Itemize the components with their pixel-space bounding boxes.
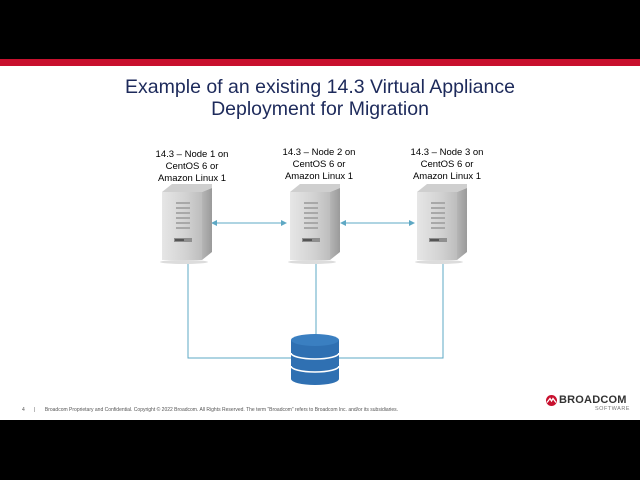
node-3-server-icon	[415, 184, 467, 264]
logo-subtext: SOFTWARE	[595, 406, 630, 412]
database-icon	[290, 334, 340, 385]
footer-copyright: Broadcom Proprietary and Confidential. C…	[44, 407, 399, 413]
node-1-label-line-1: 14.3 – Node 1 on	[155, 149, 229, 160]
footer: 4 | Broadcom Proprietary and Confidentia…	[22, 407, 406, 413]
node-1-label-line-3: Amazon Linux 1	[157, 173, 227, 184]
node-2-label: 14.3 – Node 2 on CentOS 6 or Amazon Linu…	[259, 147, 379, 183]
footer-separator: |	[34, 407, 36, 413]
node-2-label-line-2: CentOS 6 or	[292, 159, 346, 170]
slide: Example of an existing 14.3 Virtual Appl…	[0, 59, 640, 420]
slide-title-line-2: Deployment for Migration	[211, 98, 429, 120]
link-node3-database	[339, 263, 444, 359]
node-3-label-line-2: CentOS 6 or	[420, 159, 474, 170]
node-2-label-line-3: Amazon Linux 1	[284, 171, 354, 182]
slide-title-line-1: Example of an existing 14.3 Virtual Appl…	[125, 76, 515, 98]
node-3-label-line-3: Amazon Linux 1	[412, 171, 482, 182]
node-1-label-line-2: CentOS 6 or	[165, 161, 219, 172]
broadcom-logo-icon	[546, 395, 557, 406]
node-3-label-line-1: 14.3 – Node 3 on	[410, 147, 484, 158]
footer-page-number: 4	[22, 407, 25, 413]
slide-title: Example of an existing 14.3 Virtual Appl…	[0, 76, 640, 120]
architecture-diagram	[160, 184, 467, 385]
link-node1-database	[187, 263, 292, 359]
node-1-label: 14.3 – Node 1 on CentOS 6 or Amazon Linu…	[132, 149, 252, 185]
node-1-server-icon	[160, 184, 212, 264]
broadcom-logo: BROADCOM SOFTWARE	[546, 393, 629, 415]
logo-wordmark: BROADCOM	[559, 394, 627, 406]
node-3-label: 14.3 – Node 3 on CentOS 6 or Amazon Linu…	[387, 147, 507, 183]
node-2-label-line-1: 14.3 – Node 2 on	[282, 147, 356, 158]
header-accent-bar	[0, 59, 640, 66]
node-2-server-icon	[288, 184, 340, 264]
